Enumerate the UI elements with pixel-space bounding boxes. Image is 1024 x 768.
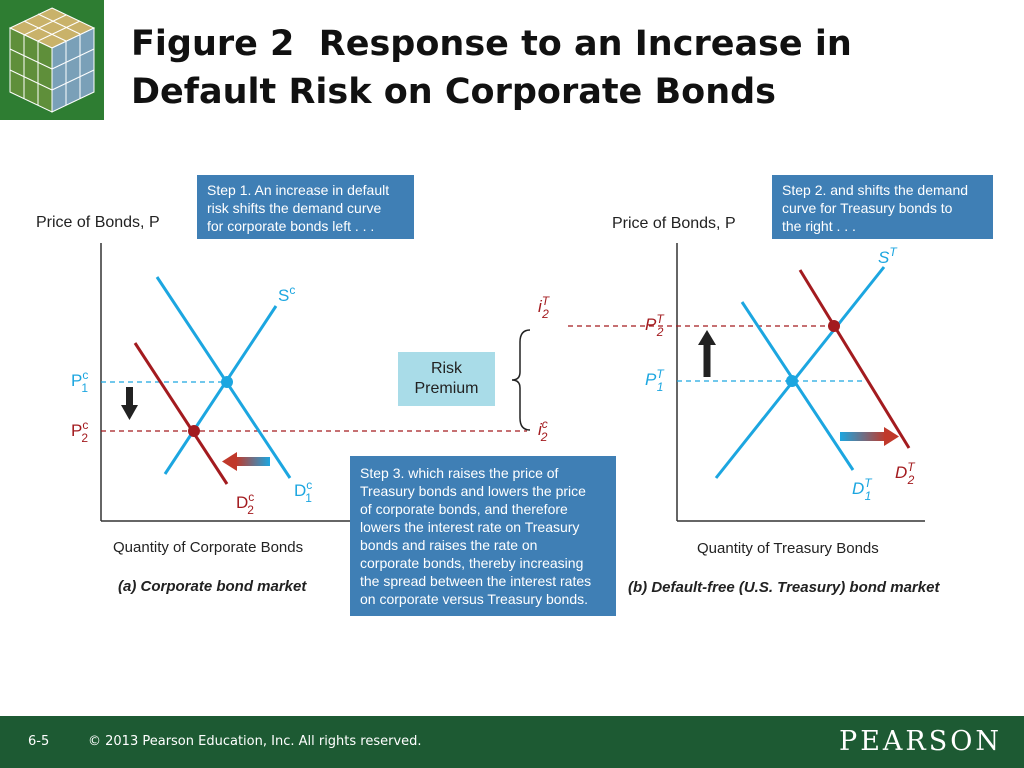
panel-a-equilibrium-2 [188, 425, 200, 437]
panel-b-equilibrium-2 [828, 320, 840, 332]
risk-premium-line: Risk [430, 360, 463, 377]
callout-step-3-line: lowers the interest rate on Treasury [360, 519, 580, 535]
panel-b-y-axis-label: Price of Bonds, P [612, 215, 736, 232]
callout-step-3-line: Step 3. which raises the price of [360, 465, 559, 481]
pearson-logo: PEARSON [839, 726, 1002, 757]
down-arrow-icon [121, 387, 138, 420]
panel-a-demand-d2 [133, 342, 229, 485]
callout-step-1-line: risk shifts the demand curve [207, 200, 382, 216]
right-shift-arrow-icon [840, 427, 899, 446]
panel-a-supply-s [163, 305, 278, 475]
callout-step-2-line: the right . . . [782, 218, 856, 234]
callout-step-3-line: the spread between the interest rates [360, 573, 592, 589]
panel-a-supply-label: Sc [278, 283, 295, 305]
panel-a-y-axis-label: Price of Bonds, P [36, 214, 160, 231]
panel-a-x-axis-label: Quantity of Corporate Bonds [113, 539, 303, 556]
callout-step-3-line: bonds and raises the rate on [360, 537, 538, 553]
up-arrow-icon [698, 330, 716, 377]
copyright-notice: © 2013 Pearson Education, Inc. All right… [88, 734, 422, 749]
callout-step-2: Step 2. and shifts the demand curve for … [772, 175, 993, 239]
risk-premium-line: Premium [414, 380, 479, 397]
callout-step-3: Step 3. which raises the price of Treasu… [350, 456, 616, 616]
risk-premium-label: Risk Premium [398, 352, 495, 406]
logo [0, 0, 104, 120]
panel-b-demand-d2 [798, 269, 911, 449]
callout-step-1-line: Step 1. An increase in default [207, 182, 390, 198]
panel-b-supply-s [714, 266, 886, 479]
panel-b-x-axis-label: Quantity of Treasury Bonds [697, 540, 879, 557]
callout-step-3-line: Treasury bonds and lowers the price [360, 483, 586, 499]
puzzle-cube-icon [8, 7, 96, 113]
left-shift-arrow-icon [222, 452, 270, 471]
callout-step-3-line: corporate bonds, thereby increasing [360, 555, 584, 571]
callout-step-3-line: of corporate bonds, and therefore [360, 501, 568, 517]
title-line-2: Default Risk on Corporate Bonds [131, 72, 777, 112]
footer-bar: 6-5 © 2013 Pearson Education, Inc. All r… [0, 716, 1024, 768]
panel-a-caption: (a) Corporate bond market [118, 578, 307, 595]
panel-b-caption: (b) Default-free (U.S. Treasury) bond ma… [628, 579, 940, 596]
panel-b-supply-label: ST [878, 245, 898, 267]
risk-premium-bracket [511, 329, 531, 431]
panel-b-equilibrium-1 [786, 375, 798, 387]
panel-a-equilibrium-1 [221, 376, 233, 388]
callout-step-1: Step 1. An increase in default risk shif… [197, 175, 414, 239]
slide-number: 6-5 [28, 734, 50, 749]
callout-step-3-line: on corporate versus Treasury bonds. [360, 591, 589, 607]
callout-step-2-line: Step 2. and shifts the demand [782, 182, 969, 198]
callout-step-2-line: curve for Treasury bonds to [782, 200, 953, 216]
page-title: Figure 2 Response to an Increase in Defa… [131, 20, 1011, 116]
callout-step-1-line: for corporate bonds left . . . [207, 218, 375, 234]
panel-b-demand-d1 [740, 301, 855, 471]
title-line-1: Figure 2 Response to an Increase in [131, 24, 852, 64]
